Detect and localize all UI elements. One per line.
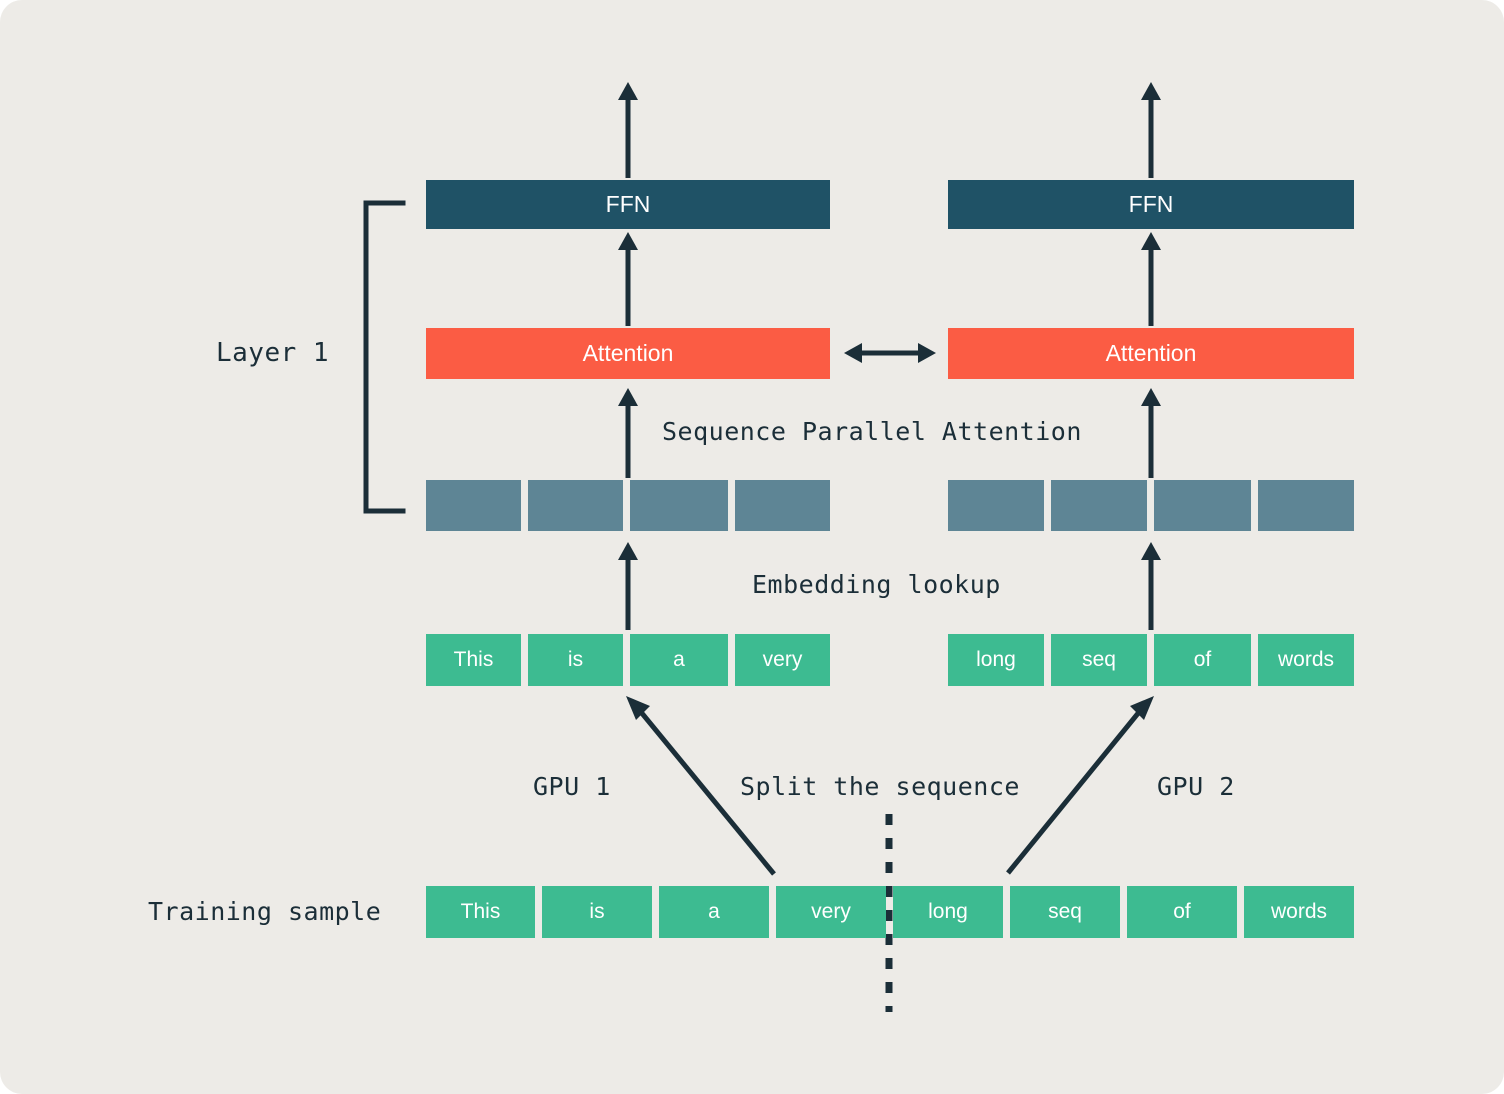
training-sample-cell-2[interactable]: a [659, 886, 769, 938]
training-sample-cell-3[interactable]: very [776, 886, 886, 938]
gpu1-attention-label: Attention [582, 340, 674, 366]
gpu-1-label: GPU 1 [533, 772, 611, 801]
layer-1-bracket [363, 200, 406, 514]
gpu1-attention-block[interactable]: Attention [426, 328, 830, 379]
training-sample-cell-7[interactable]: words [1244, 886, 1354, 938]
arrow-gpu2-embedding-to-attention [1141, 388, 1161, 478]
gpu2-token-cell-1[interactable]: seq [1051, 634, 1147, 686]
training-sample-label-6: of [1173, 900, 1191, 923]
layer-1-label: Layer 1 [216, 338, 330, 368]
gpu1-embedding-cell-1[interactable] [528, 480, 623, 531]
training-sample-cell-4[interactable]: long [893, 886, 1003, 938]
gpu2-token-cell-2[interactable]: of [1154, 634, 1251, 686]
training-sample-label: Training sample [148, 897, 382, 926]
training-sample-label-7: words [1270, 900, 1328, 923]
training-sample-cell-5[interactable]: seq [1010, 886, 1120, 938]
training-sample-label-4: long [928, 900, 968, 923]
arrow-gpu2-attention-to-ffn [1141, 232, 1161, 326]
arrow-gpu1-tokens-to-embedding [618, 542, 638, 630]
gpu2-token-label-2: of [1193, 648, 1212, 671]
gpu2-token-label-0: long [976, 648, 1016, 671]
arrow-attention-allgather-bidirectional [844, 343, 936, 363]
gpu2-token-cell-0[interactable]: long [948, 634, 1044, 686]
gpu1-ffn-block[interactable]: FFN [426, 180, 830, 229]
embedding-lookup-label: Embedding lookup [752, 570, 1001, 599]
gpu1-token-cell-0[interactable]: This [426, 634, 521, 686]
sequence-parallel-attention-label: Sequence Parallel Attention [662, 417, 1082, 446]
gpu2-ffn-block[interactable]: FFN [948, 180, 1354, 229]
training-sample-label-1: is [589, 900, 605, 923]
gpu1-token-label-2: a [673, 648, 685, 671]
gpu1-token-label-0: This [453, 648, 494, 671]
gpu2-token-label-1: seq [1082, 648, 1116, 671]
gpu2-token-label-3: words [1277, 648, 1335, 671]
arrow-gpu2-tokens-to-embedding [1141, 542, 1161, 630]
arrow-split-to-gpu2 [1006, 696, 1154, 875]
gpu1-embedding-cell-2[interactable] [630, 480, 728, 531]
arrow-gpu1-embedding-to-attention [618, 388, 638, 478]
training-sample-label-0: This [460, 900, 501, 923]
gpu1-token-cell-1[interactable]: is [528, 634, 623, 686]
arrow-gpu1-attention-to-ffn [618, 232, 638, 326]
arrow-gpu2-ffn-output [1141, 82, 1161, 178]
gpu-2-label: GPU 2 [1157, 772, 1235, 801]
training-sample-label-2: a [708, 900, 720, 923]
gpu1-token-cell-3[interactable]: very [735, 634, 830, 686]
training-sample-label-5: seq [1048, 900, 1082, 923]
gpu2-embedding-cell-1[interactable] [1051, 480, 1147, 531]
training-sample-cell-0[interactable]: This [426, 886, 535, 938]
gpu2-embedding-cell-0[interactable] [948, 480, 1044, 531]
gpu2-attention-block[interactable]: Attention [948, 328, 1354, 379]
gpu1-embedding-cell-3[interactable] [735, 480, 830, 531]
gpu2-embedding-cell-3[interactable] [1258, 480, 1354, 531]
gpu2-ffn-label: FFN [1128, 191, 1174, 217]
arrow-gpu1-ffn-output [618, 82, 638, 178]
gpu1-token-label-1: is [567, 648, 584, 671]
gpu1-ffn-label: FFN [605, 191, 651, 217]
training-sample-label-3: very [811, 900, 851, 923]
gpu2-attention-label: Attention [1105, 340, 1197, 366]
gpu1-embedding-cell-0[interactable] [426, 480, 521, 531]
gpu1-token-cell-2[interactable]: a [630, 634, 728, 686]
split-the-sequence-label: Split the sequence [740, 772, 1020, 801]
gpu2-embedding-cell-2[interactable] [1154, 480, 1251, 531]
gpu1-token-label-3: very [762, 648, 803, 671]
gpu2-token-cell-3[interactable]: words [1258, 634, 1354, 686]
training-sample-cell-6[interactable]: of [1127, 886, 1237, 938]
training-sample-cell-1[interactable]: is [542, 886, 652, 938]
